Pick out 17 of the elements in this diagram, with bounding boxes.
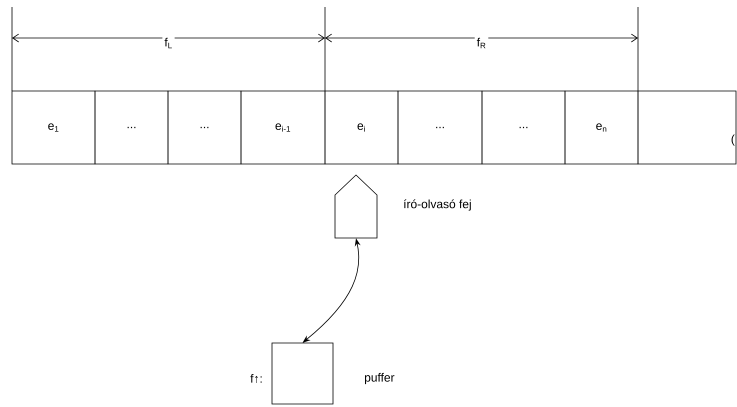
node-label: puffer bbox=[364, 372, 394, 384]
tape-cell: e$_{i}$ bbox=[324, 90, 398, 164]
node-label: író-olvasó fej bbox=[404, 199, 471, 211]
node-label: f↑: bbox=[250, 374, 262, 383]
tape-cell: e$_{i-1}$ bbox=[240, 90, 326, 164]
tape-cell bbox=[638, 90, 736, 164]
cut-character: ( bbox=[732, 134, 735, 146]
dimension-label: f$_{R}$ bbox=[474, 36, 488, 50]
tape-cell: ... bbox=[482, 90, 566, 164]
tape-cell: ... bbox=[168, 90, 242, 164]
dimension-label: f$_{L}$ bbox=[162, 36, 175, 50]
tape-cell: e$_{n}$ bbox=[564, 90, 638, 164]
tape-cell: ... bbox=[94, 90, 168, 164]
tape-cell: ... bbox=[398, 90, 482, 164]
tape-cell: e$_{1}$ bbox=[12, 90, 96, 164]
head-pentagon bbox=[334, 174, 378, 238]
buffer-box bbox=[272, 342, 334, 404]
